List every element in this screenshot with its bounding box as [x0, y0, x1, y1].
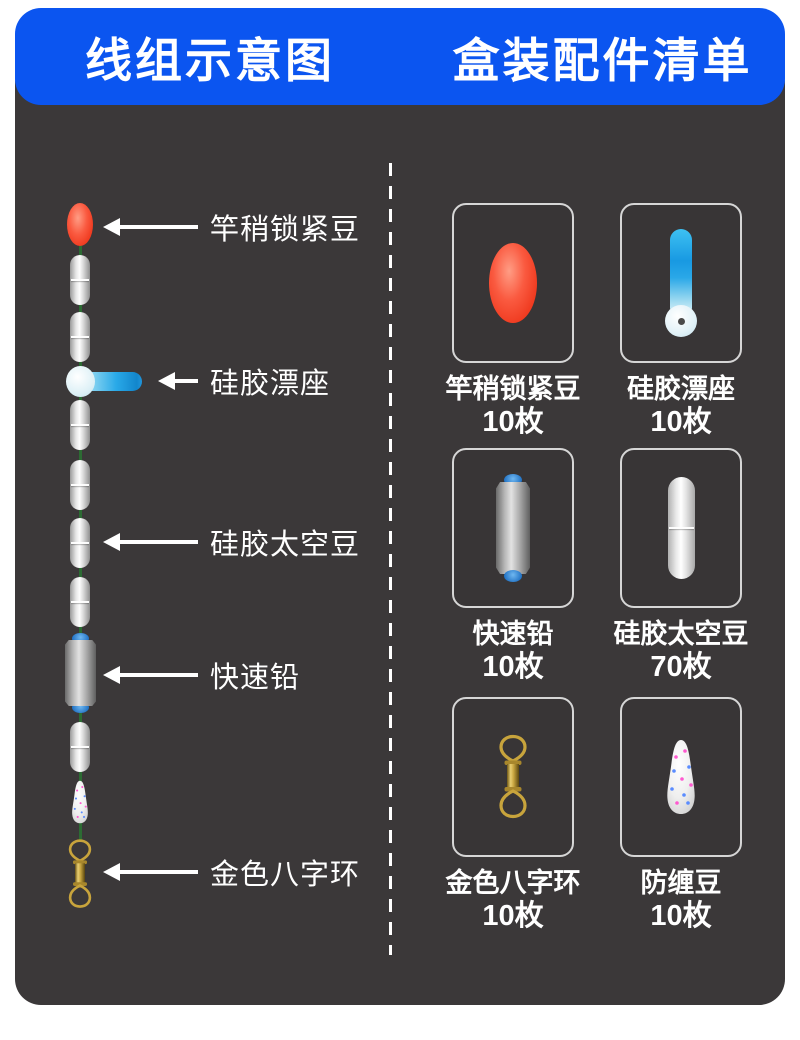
part-name: 防缠豆: [640, 868, 722, 898]
red-lock-bead-icon: [67, 203, 93, 246]
parts-list-title: 盒装配件清单: [452, 34, 753, 87]
part-card-float-seat: 硅胶漂座 10枚: [620, 203, 742, 438]
quick-lead-icon: [495, 474, 531, 582]
arrow-shaft: [120, 540, 198, 544]
quick-lead-icon: [65, 640, 96, 706]
part-quantity: 10枚: [650, 900, 712, 932]
label-red-lock-bead: 竿稍锁紧豆: [103, 210, 360, 246]
part-image-frame: [620, 203, 742, 363]
label-text: 金色八字环: [210, 859, 361, 891]
gold-swivel-icon: [499, 734, 527, 819]
lead-cap-icon: [72, 633, 89, 644]
part-card-red-lock-bead: 竿稍锁紧豆 10枚: [446, 203, 581, 438]
space-bean-icon: [70, 312, 90, 362]
part-name: 快速铅: [472, 619, 554, 649]
space-bean-icon: [70, 255, 90, 305]
lead-cap-icon: [504, 570, 522, 582]
float-seat-ball-icon: [66, 366, 95, 397]
arrow-left-icon: [103, 533, 120, 551]
space-bean-icon: [70, 722, 90, 772]
arrow-shaft: [120, 225, 198, 229]
part-name: 金色八字环: [445, 868, 581, 898]
part-name: 硅胶漂座: [627, 374, 735, 404]
part-quantity: 70枚: [650, 651, 712, 683]
float-seat-tube-icon: [670, 229, 692, 313]
space-bean-icon: [70, 577, 90, 627]
arrow-left-icon: [103, 666, 120, 684]
part-image-frame: [452, 697, 574, 857]
float-seat-hole-icon: [678, 318, 685, 325]
arrow-left-icon: [158, 372, 175, 390]
anti-tangle-bead-icon: [667, 740, 695, 814]
content-panel: [15, 58, 785, 1005]
label-text: 硅胶太空豆: [210, 529, 361, 561]
lead-body-icon: [496, 482, 530, 574]
float-seat-icon: [663, 229, 699, 337]
label-space-bean: 硅胶太空豆: [103, 525, 360, 561]
arrow-shaft: [120, 673, 198, 677]
part-quantity: 10枚: [482, 406, 544, 438]
red-lock-bead-icon: [489, 243, 537, 323]
header-band: 线组示意图 盒装配件清单: [15, 8, 785, 105]
arrow-shaft: [120, 870, 198, 874]
lead-cap-icon: [72, 702, 89, 713]
part-image-frame: [452, 203, 574, 363]
label-quick-lead: 快速铅: [103, 658, 300, 694]
part-card-anti-tangle-bead: 防缠豆 10枚: [620, 697, 742, 932]
arrow-shaft: [175, 379, 198, 383]
label-text: 快速铅: [210, 662, 301, 694]
gold-swivel-icon: [68, 839, 92, 908]
label-float-seat: 硅胶漂座: [158, 364, 330, 400]
part-quantity: 10枚: [482, 900, 544, 932]
part-name: 硅胶太空豆: [613, 619, 749, 649]
part-image-frame: [620, 448, 742, 608]
arrow-left-icon: [103, 218, 120, 236]
part-image-frame: [452, 448, 574, 608]
space-bean-icon: [70, 518, 90, 568]
space-bean-icon: [70, 400, 90, 450]
diagram-title: 线组示意图: [85, 34, 335, 87]
space-bean-icon: [667, 477, 695, 579]
part-name: 竿稍锁紧豆: [445, 374, 581, 404]
part-image-frame: [620, 697, 742, 857]
part-quantity: 10枚: [482, 651, 544, 683]
part-card-space-bean: 硅胶太空豆 70枚: [614, 448, 749, 683]
dashed-divider: [389, 163, 392, 955]
label-text: 硅胶漂座: [210, 368, 331, 400]
label-text: 竿稍锁紧豆: [210, 214, 361, 246]
part-card-gold-swivel: 金色八字环 10枚: [446, 697, 581, 932]
arrow-left-icon: [103, 863, 120, 881]
part-card-quick-lead: 快速铅 10枚: [452, 448, 574, 683]
space-bean-icon: [70, 460, 90, 510]
part-quantity: 10枚: [650, 406, 712, 438]
anti-tangle-bead-icon: [72, 780, 88, 824]
label-gold-swivel: 金色八字环: [103, 855, 360, 891]
